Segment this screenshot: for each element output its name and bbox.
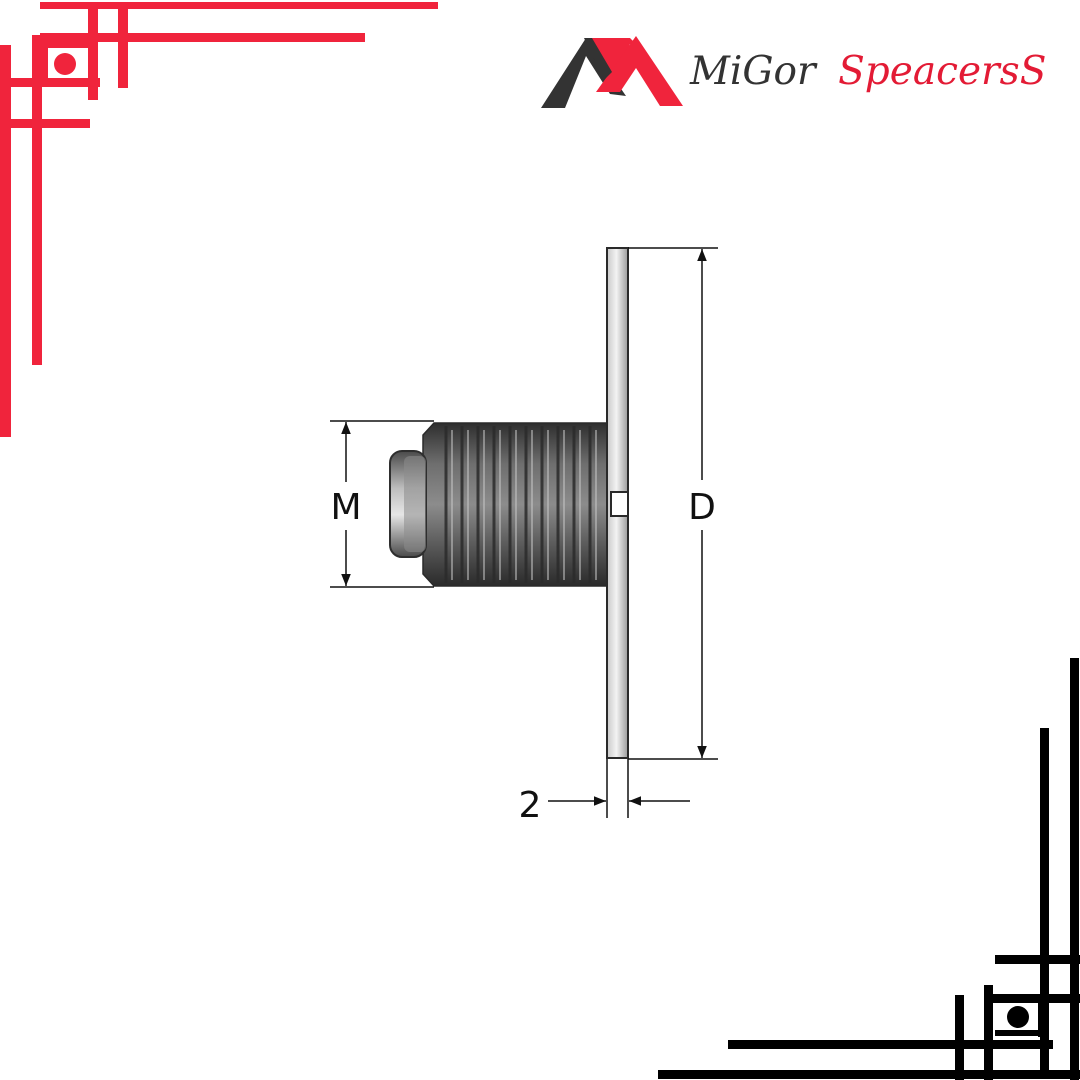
brand-name-part2: SpeacersS bbox=[838, 49, 1046, 94]
dimension-label-d: D bbox=[688, 487, 716, 528]
dimension-thickness bbox=[548, 759, 690, 818]
pin-tip bbox=[389, 450, 427, 558]
dimension-d bbox=[628, 247, 718, 760]
flange-plate bbox=[606, 247, 629, 759]
svg-text:MiGor SpeacersS: MiGor SpeacersS bbox=[689, 49, 1046, 94]
dimension-label-thickness: 2 bbox=[519, 785, 542, 826]
dimension-label-m: M bbox=[330, 487, 361, 528]
technical-drawing: M D 2 bbox=[330, 247, 718, 826]
threaded-shaft bbox=[422, 422, 608, 587]
top-left-frame-ornament bbox=[0, 2, 438, 437]
brand-name-part1: MiGor bbox=[689, 49, 818, 94]
bottom-right-frame-ornament bbox=[658, 658, 1080, 1080]
dimension-m bbox=[330, 420, 434, 588]
logo-mountain-icon bbox=[541, 36, 683, 108]
brand-logo: MiGor SpeacersS bbox=[541, 36, 1046, 108]
